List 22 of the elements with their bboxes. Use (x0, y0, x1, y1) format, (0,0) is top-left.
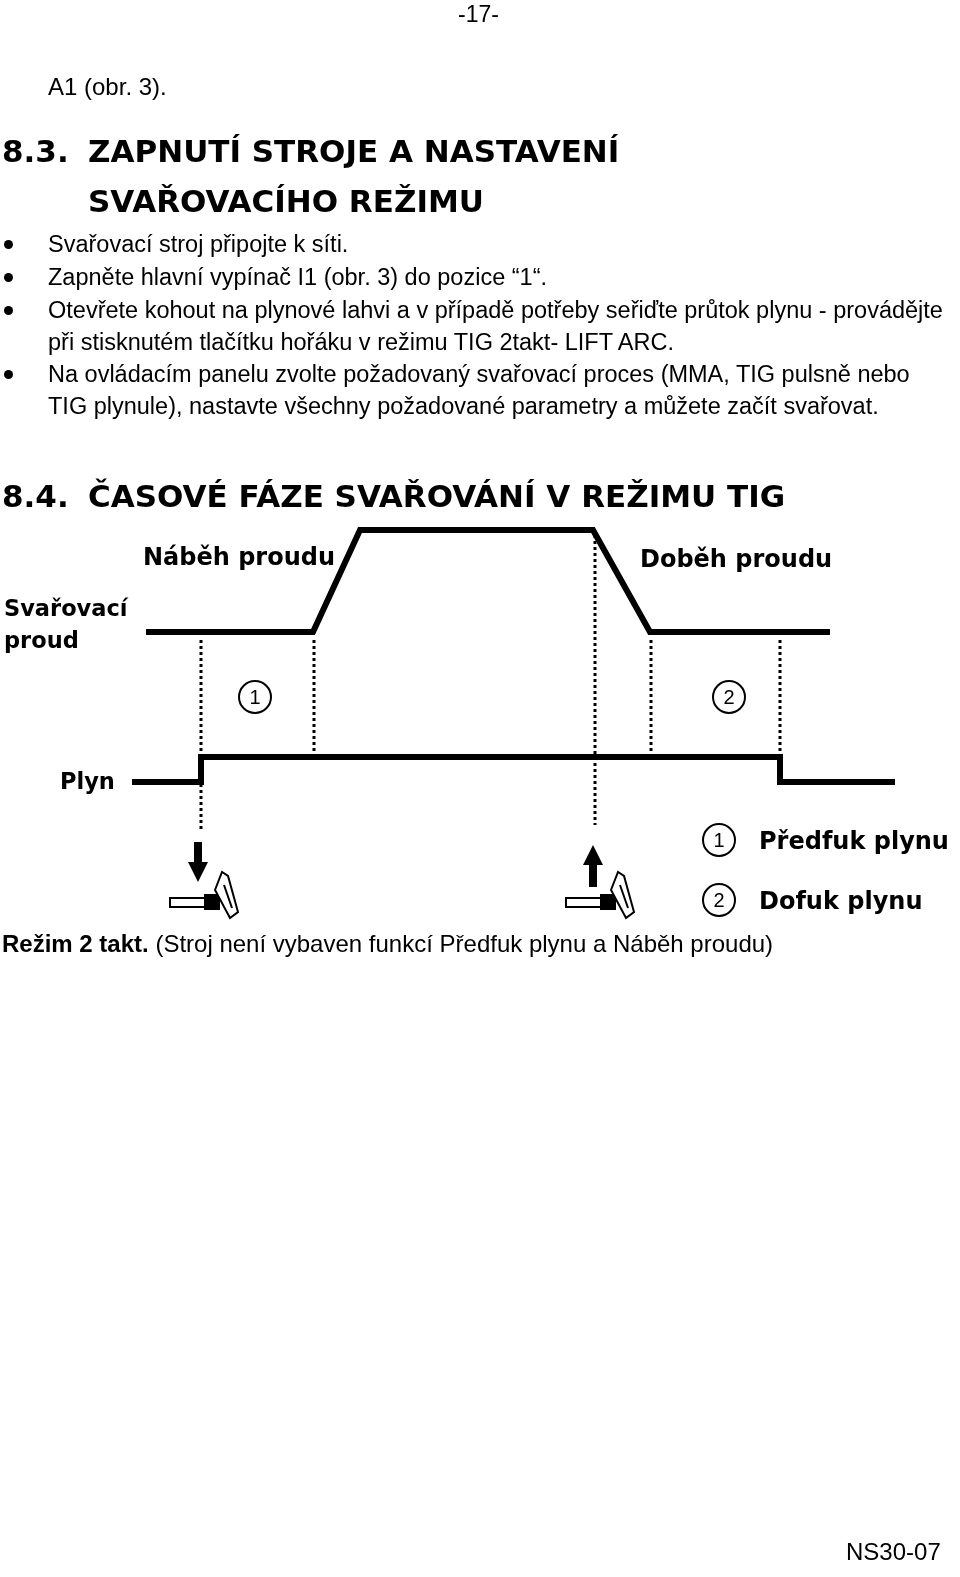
footer-text: NS30-07 (846, 1537, 942, 1567)
phase-label: Náběh proudu (143, 542, 337, 573)
section-heading: ZAPNUTÍ STROJE A NASTAVENÍ SVAŘOVACÍHO REŽIMU (88, 132, 621, 221)
caption-text: Režim 2 takt. (Stroj není vybaven funkcí Předfuk plynu a Náběh proudu) (2, 929, 775, 959)
section-number: 8.4. (2, 477, 70, 516)
legend-text: Předfuk plynu (759, 826, 950, 857)
text-line: A1 (obr. 3). (48, 72, 168, 102)
callout-number: 1 (238, 680, 272, 714)
phase-label: Doběh proudu (640, 544, 834, 575)
signal-label: Plyn (60, 767, 116, 796)
bullet-text: Na ovládacím panelu zvolte požadovaný svařovací proces (MMA, TIG pulsně nebo TIG plynule), nastavte všechny požadované parametry a můžete začít svařovat. (48, 360, 911, 421)
callout-number: 2 (702, 883, 736, 917)
page-number: -17- (458, 0, 500, 28)
legend-text: Dofuk plynu (759, 886, 924, 917)
section-heading: ČASOVÉ FÁZE SVAŘOVÁNÍ V REŽIMU TIG (88, 477, 787, 516)
bullet-text: Svařovací stroj připojte k síti. (48, 230, 350, 259)
section-number: 8.3. (2, 132, 70, 171)
signal-label: Svařovací proud (4, 594, 129, 655)
bullet-text: Otevřete kohout na plynové lahvi a v případě potřeby seřiďte průtok plynu - provádějte při stisknutém tlačítku hořáku v režimu TIG 2takt- LIFT ARC. (48, 296, 944, 357)
callout-number: 1 (702, 823, 736, 857)
callout-number: 2 (712, 680, 746, 714)
bullet-text: Zapněte hlavní vypínač I1 (obr. 3) do pozice “1“. (48, 263, 548, 292)
